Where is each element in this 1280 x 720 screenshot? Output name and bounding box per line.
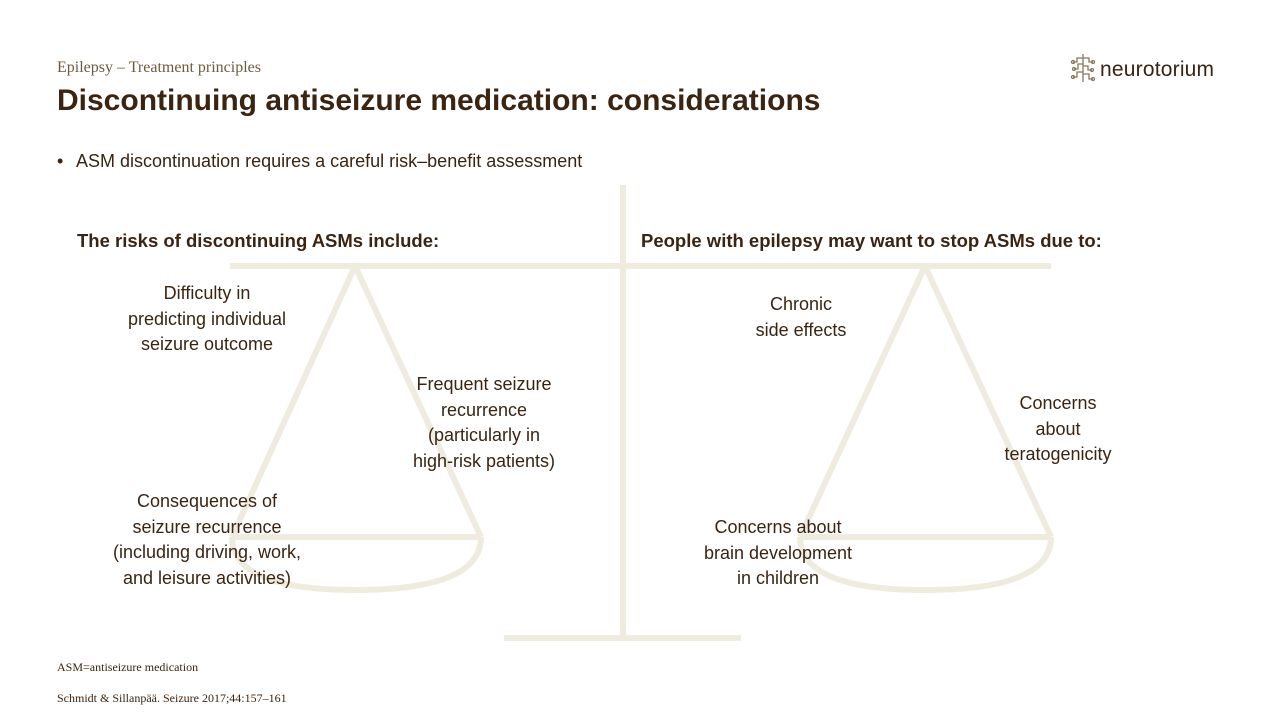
page-title: Discontinuing antiseizure medication: co… bbox=[57, 84, 821, 117]
abbreviation-footnote: ASM=antiseizure medication bbox=[57, 660, 199, 674]
neurotorium-logo[interactable]: neurotorium bbox=[1070, 53, 1214, 87]
note-line: in children bbox=[736, 568, 820, 588]
note-line: Concerns about bbox=[714, 517, 842, 537]
note-line: seizure recurrence bbox=[132, 516, 282, 537]
right-reason-item-2: Concerns about teratogenicity bbox=[1004, 391, 1111, 468]
note-line: brain development bbox=[703, 542, 853, 563]
note-line: and leisure activities) bbox=[122, 567, 292, 588]
note-line: Frequent seizure bbox=[416, 374, 552, 394]
right-scale-pan bbox=[797, 264, 1054, 594]
note-line: (including driving, work, bbox=[112, 542, 302, 562]
bullet-mark: • bbox=[57, 151, 64, 171]
left-risk-item-2: Frequent seizure recurrence (particularl… bbox=[413, 372, 555, 474]
right-reason-item-1: Chronic side effects bbox=[756, 292, 847, 343]
right-heading: People with epilepsy may want to stop AS… bbox=[641, 230, 1102, 251]
note-line: Concerns bbox=[1019, 393, 1097, 413]
note-line: Consequences of bbox=[136, 491, 278, 511]
reference-footnote: Schmidt & Sillanpää. Seizure 2017;44:157… bbox=[57, 691, 287, 705]
note-line: Difficulty in bbox=[163, 283, 251, 303]
note-line: predicting individual bbox=[127, 308, 287, 329]
note-line: high-risk patients) bbox=[412, 450, 556, 471]
note-line: side effects bbox=[755, 319, 847, 340]
note-line: teratogenicity bbox=[1004, 444, 1112, 464]
note-line: (particularly in bbox=[427, 425, 541, 445]
left-risk-item-3: Consequences of seizure recurrence (incl… bbox=[113, 489, 301, 591]
bullet-text: ASM discontinuation requires a careful r… bbox=[76, 151, 583, 171]
note-line: seizure outcome bbox=[140, 334, 274, 354]
logo-text: neurotorium bbox=[1100, 58, 1215, 81]
right-reason-item-3: Concerns about brain development in chil… bbox=[704, 515, 852, 592]
note-line: about bbox=[1035, 418, 1081, 439]
brain-tree-icon bbox=[1070, 52, 1096, 89]
left-risk-item-1: Difficulty in predicting individual seiz… bbox=[128, 281, 286, 358]
bullet-point: • ASM discontinuation requires a careful… bbox=[57, 151, 582, 172]
section-subtitle: Epilepsy – Treatment principles bbox=[57, 59, 261, 76]
note-line: recurrence bbox=[440, 399, 528, 420]
left-scale-pan bbox=[229, 264, 484, 594]
left-heading: The risks of discontinuing ASMs include: bbox=[77, 230, 440, 251]
note-line: Chronic bbox=[769, 294, 833, 314]
